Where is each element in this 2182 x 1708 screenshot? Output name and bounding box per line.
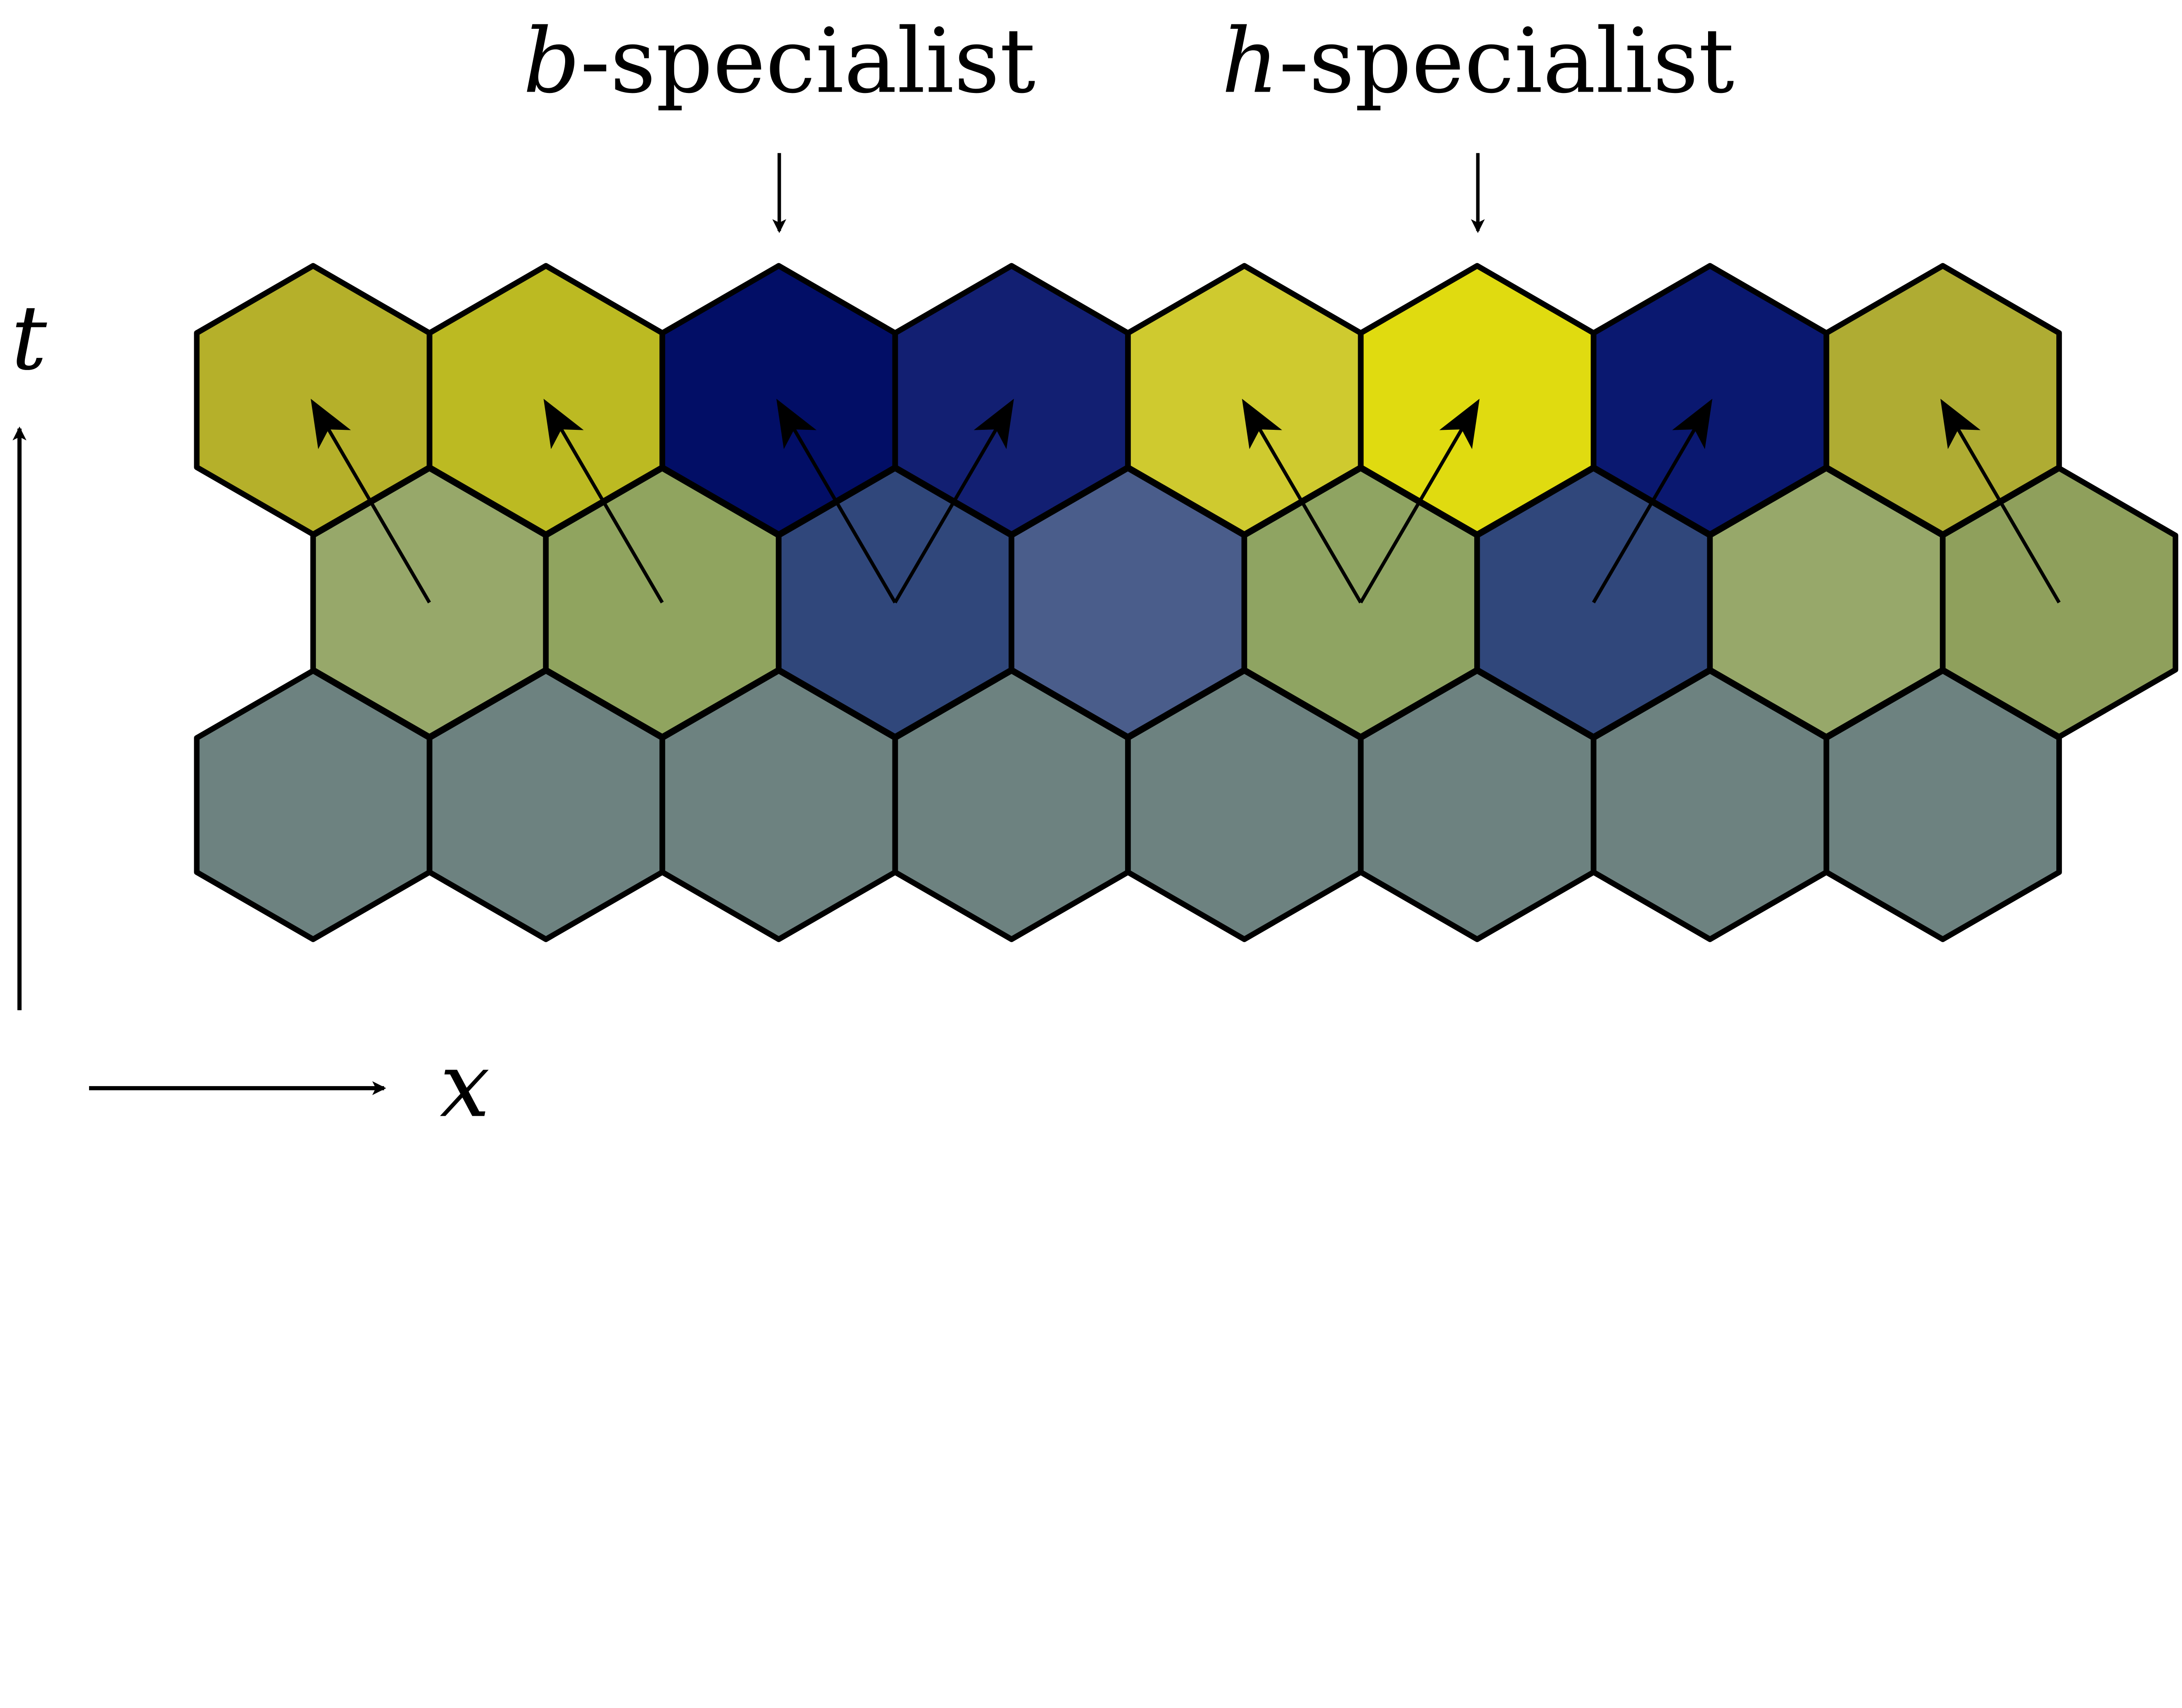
hex-lattice-diagram: b-specialist h-specialist t x xyxy=(11,10,2179,1137)
h-symbol: h xyxy=(1221,10,1279,113)
b-specialist-text: -specialist xyxy=(580,10,1036,113)
dependency-arrow xyxy=(893,398,1014,604)
dependency-arrow xyxy=(543,398,664,604)
h-specialist-label: h-specialist xyxy=(1221,10,1734,113)
bottom-row-hexagon xyxy=(1823,668,2062,942)
dependency-arrow xyxy=(1940,398,2061,604)
dependency-arrow xyxy=(1359,398,1480,604)
b-specialist-label: b-specialist xyxy=(523,10,1036,113)
b-symbol: b xyxy=(523,10,580,113)
t-axis-label: t xyxy=(11,287,48,390)
dependency-arrow xyxy=(776,398,897,604)
dependency-arrows xyxy=(311,398,2061,604)
dependency-arrow xyxy=(311,398,431,604)
dependency-arrow xyxy=(1592,398,1712,604)
h-specialist-text: -specialist xyxy=(1279,10,1734,113)
dependency-arrow xyxy=(1242,398,1362,604)
hexagon-grid xyxy=(194,263,2179,942)
x-axis-label: x xyxy=(440,1034,490,1137)
